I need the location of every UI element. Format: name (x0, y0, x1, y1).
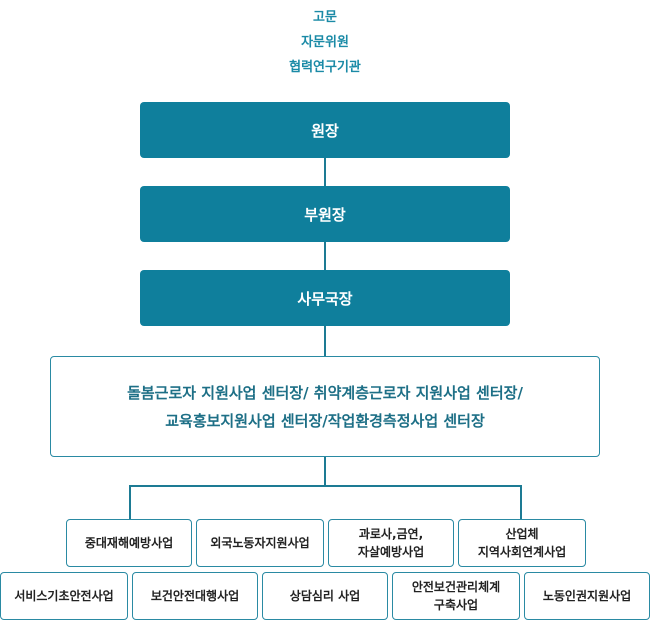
advisor-label: 고문 (313, 10, 337, 25)
connector-director-vice (324, 158, 326, 186)
project-box-safety-management: 안전보건관리체계 구축사업 (392, 572, 520, 620)
connector-centers-projects (324, 456, 326, 486)
centers-line-2: 교육홍보지원사업 센터장/작업환경측정사업 센터장 (165, 411, 485, 430)
connector-vice-secretary (324, 242, 326, 270)
project-box-major-accident: 중대재해예방사업 (66, 519, 192, 567)
project-box-overwork-prevention: 과로사,금연, 자살예방사업 (328, 519, 454, 567)
project-box-community-link: 산업체 지역사회연계사업 (458, 519, 586, 567)
connector-horizontal-bar (129, 485, 522, 487)
secretary-general-box: 사무국장 (140, 270, 510, 326)
project-box-service-safety: 서비스기초안전사업 (0, 572, 128, 620)
connector-left-drop (129, 485, 131, 519)
partner-institution-label: 협력연구기관 (289, 60, 361, 75)
centers-line-1: 돌봄근로자 지원사업 센터장/ 취약계층근로자 지원사업 센터장/ (127, 383, 523, 402)
advisory-committee-label: 자문위원 (301, 35, 349, 50)
connector-secretary-centers (324, 326, 326, 357)
vice-director-box: 부원장 (140, 186, 510, 242)
centers-box: 돌봄근로자 지원사업 센터장/ 취약계층근로자 지원사업 센터장/ 교육홍보지원… (50, 356, 600, 457)
director-box: 원장 (140, 102, 510, 158)
project-box-counseling: 상담심리 사업 (262, 572, 388, 620)
project-box-foreign-worker: 외국노동자지원사업 (196, 519, 324, 567)
project-box-labor-rights: 노동인권지원사업 (524, 572, 650, 620)
connector-right-drop (520, 485, 522, 519)
project-box-health-safety-agency: 보건안전대행사업 (132, 572, 258, 620)
